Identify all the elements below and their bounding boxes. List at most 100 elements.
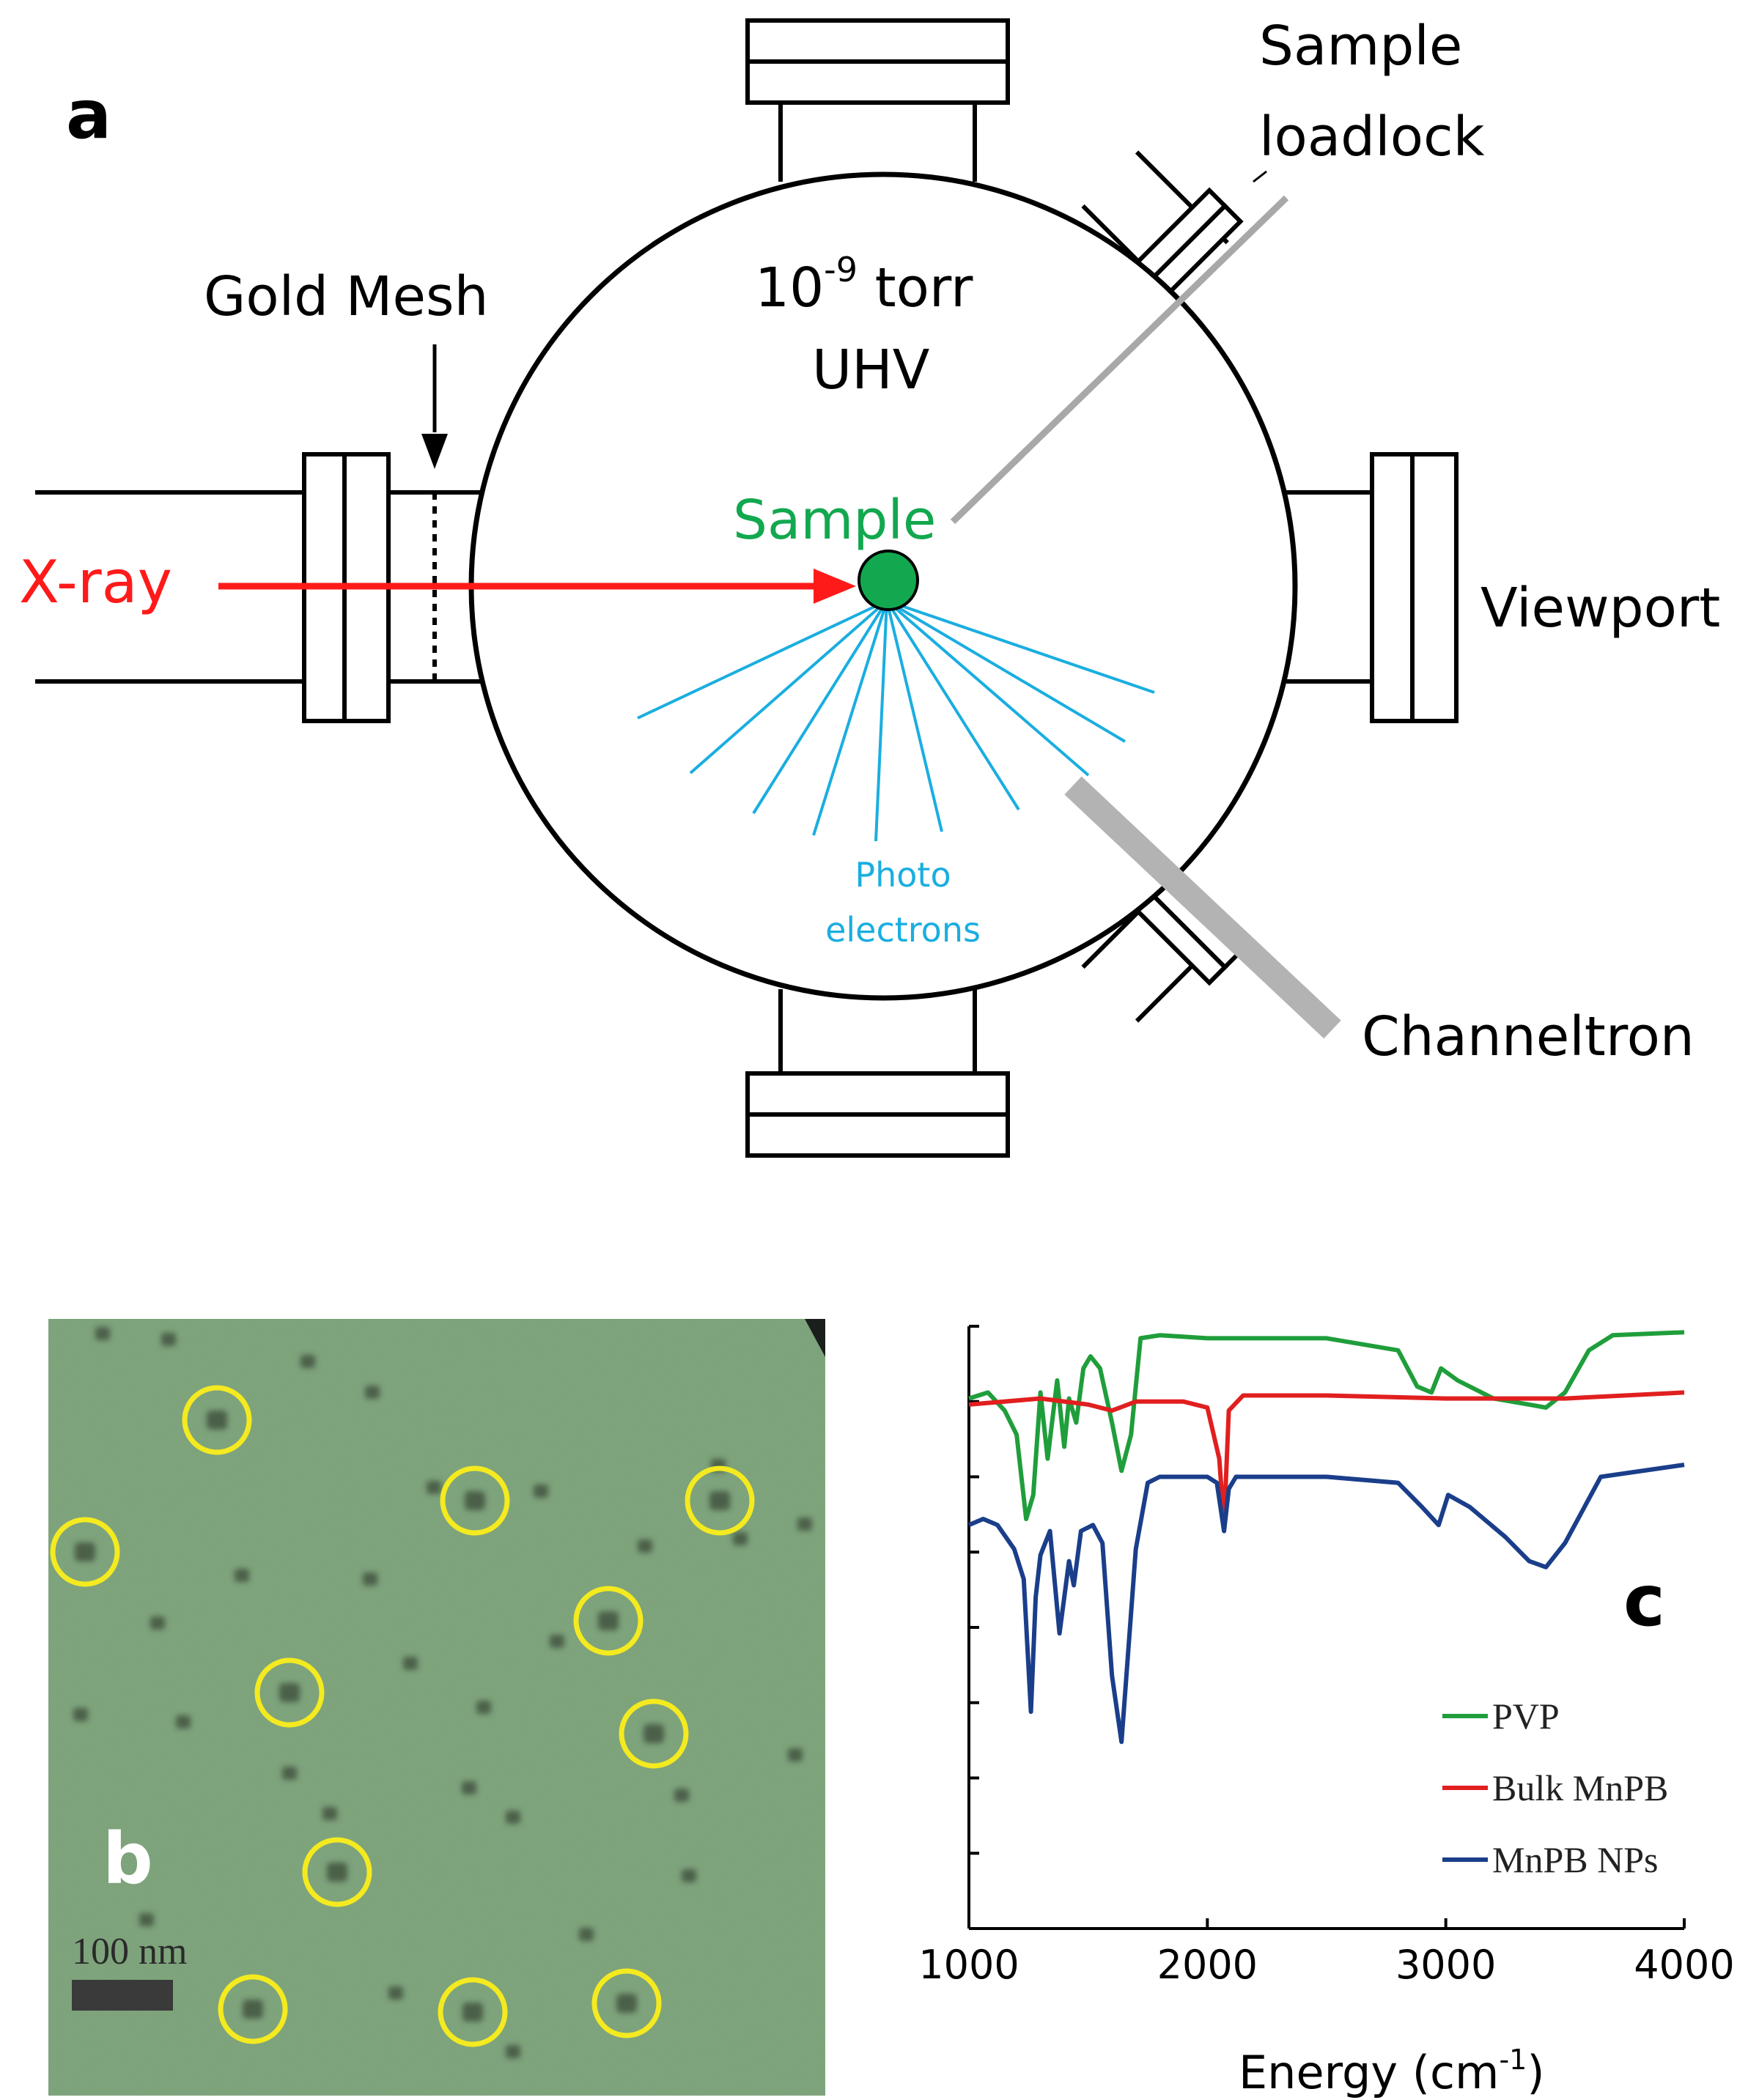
nanoparticle — [638, 1539, 652, 1553]
nanoparticle — [550, 1635, 564, 1648]
x-tick-labels: 1000 2000 3000 4000 — [918, 1942, 1734, 1988]
marked-nanoparticle — [462, 2003, 483, 2022]
nanoparticle — [235, 1569, 249, 1582]
x-tick-label: 1000 — [918, 1942, 1019, 1988]
nanoparticle — [176, 1715, 191, 1729]
marked-nanoparticle — [616, 1994, 637, 2013]
marked-nanoparticle — [327, 1863, 347, 1882]
nanoparticle — [506, 2045, 520, 2058]
viewport-port — [1286, 452, 1459, 723]
marked-nanoparticle — [598, 1611, 619, 1630]
nanoparticle — [797, 1517, 812, 1531]
panel-b: b 100 nm — [48, 1319, 825, 2096]
marked-nanoparticle — [75, 1542, 95, 1561]
nanoparticle — [476, 1701, 491, 1714]
legend-label: MnPB NPs — [1492, 1839, 1659, 1880]
photoelectrons-label-line1: Photo — [855, 855, 951, 895]
x-tick-label: 2000 — [1157, 1942, 1258, 1988]
particle-ring — [254, 1657, 325, 1728]
legend: PVP Bulk MnPB MnPB NPs — [1442, 1696, 1668, 1880]
x-tick-label: 3000 — [1395, 1942, 1496, 1988]
marked-nanoparticle — [465, 1491, 485, 1510]
particle-ring — [573, 1586, 644, 1656]
particle-ring — [440, 1465, 510, 1536]
nanoparticle — [300, 1355, 315, 1368]
series-lines — [967, 1330, 1685, 1745]
nanoparticle — [427, 1481, 441, 1494]
sample-rod — [950, 195, 1289, 525]
marked-nanoparticle — [243, 2000, 263, 2019]
image-corner-artifact — [805, 1319, 825, 1357]
particle-ring — [182, 1385, 252, 1455]
y-ticks — [969, 1325, 979, 1930]
nanoparticle — [322, 1807, 337, 1820]
x-axis-label: Energy (cm-1) — [1239, 2044, 1545, 2099]
x-ticks — [967, 1918, 1686, 1929]
photoelectrons-label-line2: electrons — [825, 910, 981, 950]
gold-mesh-label: Gold Mesh — [204, 265, 489, 328]
series-line-mnpb-nps — [967, 1463, 1685, 1745]
particle-ring — [438, 1977, 508, 2047]
scale-bar-label: 100 nm — [72, 1931, 187, 1973]
gold-mesh-arrowhead — [421, 434, 448, 469]
loadlock-leader — [1253, 170, 1267, 183]
loadlock-label-line1: Sample — [1259, 15, 1462, 78]
sample-dot — [858, 550, 919, 611]
legend-label: Bulk MnPB — [1492, 1767, 1668, 1808]
xray-arrowhead — [814, 569, 856, 604]
sample-label: Sample — [733, 489, 936, 552]
yellow-rings — [50, 1385, 755, 2047]
photoelectron-rays — [637, 599, 1155, 842]
particle-ring — [218, 1974, 288, 2044]
particle-ring — [619, 1698, 689, 1769]
nanoparticle — [365, 1386, 380, 1399]
nanoparticle — [388, 1986, 403, 2000]
pressure-label: 10-9 torr — [755, 250, 973, 319]
nanoparticle — [95, 1327, 110, 1340]
viewport-label: Viewport — [1480, 577, 1720, 640]
nanoparticle — [788, 1748, 803, 1761]
nanoparticle — [150, 1616, 165, 1630]
marked-nanoparticle — [207, 1411, 227, 1430]
nanoparticle — [282, 1767, 297, 1780]
nanoparticle — [534, 1485, 548, 1498]
tem-grain — [48, 1319, 825, 2096]
nanoparticle — [403, 1657, 418, 1670]
marked-nanoparticle — [709, 1491, 730, 1510]
panel-a: a Sample loadlock Gold Mesh 10-9 torr UH… — [19, 15, 1720, 1158]
nanoparticle — [733, 1532, 748, 1545]
top-port — [745, 18, 1010, 182]
nanoparticle — [73, 1708, 88, 1721]
nanoparticle — [682, 1869, 696, 1882]
panel-c-letter: c — [1623, 1560, 1665, 1642]
marked-nanoparticle — [279, 1683, 300, 1702]
particle-ring — [591, 1968, 662, 2038]
particle-ring — [685, 1465, 755, 1536]
bottom-port — [745, 989, 1010, 1158]
marked-nanoparticle — [644, 1724, 664, 1743]
uhv-label: UHV — [812, 339, 930, 402]
nanoparticle — [161, 1333, 176, 1346]
x-tick-label: 4000 — [1634, 1942, 1734, 1988]
nanoparticle — [579, 1928, 594, 1941]
legend-label: PVP — [1492, 1696, 1560, 1737]
particle-ring — [50, 1517, 120, 1587]
panel-c: 1000 2000 3000 4000 Energy (cm-1) c PVP Bulk… — [918, 1325, 1735, 2099]
series-line-pvp — [968, 1330, 1685, 1521]
loadlock-label-line2: loadlock — [1259, 106, 1485, 169]
channeltron-tube — [1064, 776, 1341, 1039]
nanoparticles — [73, 1327, 812, 2058]
panel-a-letter: a — [66, 75, 111, 154]
scale-bar — [72, 1980, 173, 2011]
xray-label: X-ray — [19, 548, 172, 616]
series-line-bulk-mnpb — [968, 1390, 1685, 1528]
nanoparticle — [462, 1781, 476, 1794]
channeltron-label: Channeltron — [1362, 1005, 1695, 1068]
nanoparticle — [139, 1913, 154, 1926]
nanoparticle — [506, 1811, 520, 1824]
panel-b-letter: b — [103, 1818, 153, 1900]
nanoparticle — [363, 1572, 377, 1586]
nanoparticle — [674, 1789, 689, 1802]
particle-ring — [302, 1837, 372, 1907]
